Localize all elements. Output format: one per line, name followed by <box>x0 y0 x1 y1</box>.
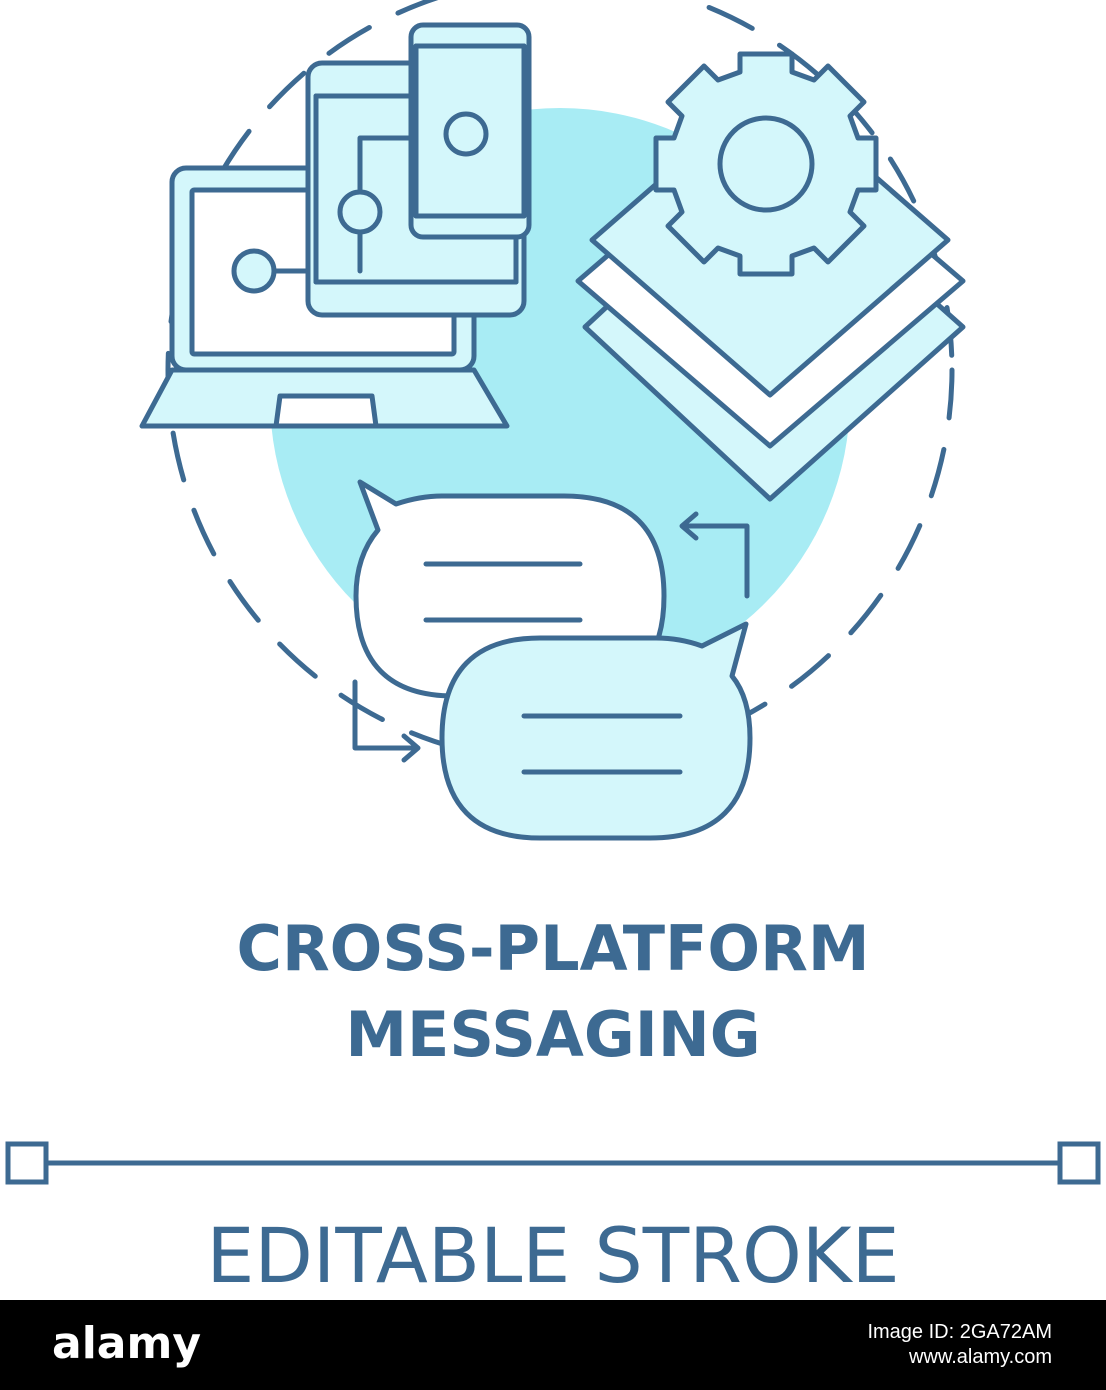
arrow-icon <box>679 511 750 599</box>
editable-stroke-rule <box>5 1141 1101 1185</box>
footer-site: www.alamy.com <box>909 1346 1052 1368</box>
footer-brand-logo: alamy <box>52 1318 201 1369</box>
footer-bar: alamy Image ID: 2GA72AM www.alamy.com <box>0 1300 1106 1390</box>
stroke-rule-right-handle <box>1057 1141 1101 1185</box>
smartphone-icon <box>408 22 532 240</box>
stroke-rule-left-handle <box>5 1141 49 1185</box>
chat-bubble-icon <box>439 621 753 841</box>
dashed-circle-icon <box>165 0 955 765</box>
gear-icon <box>653 51 879 277</box>
concept-title-line-1: CROSS-PLATFORM <box>236 912 870 985</box>
editable-stroke-label: EDITABLE STROKE <box>206 1211 900 1300</box>
cross-platform-messaging-illustration <box>139 0 966 841</box>
footer-image-id: Image ID: 2GA72AM <box>867 1321 1052 1343</box>
footer-meta: Image ID: 2GA72AM www.alamy.com <box>867 1320 1052 1370</box>
arrow-icon <box>352 679 421 763</box>
concept-title-line-2: MESSAGING <box>345 998 761 1071</box>
